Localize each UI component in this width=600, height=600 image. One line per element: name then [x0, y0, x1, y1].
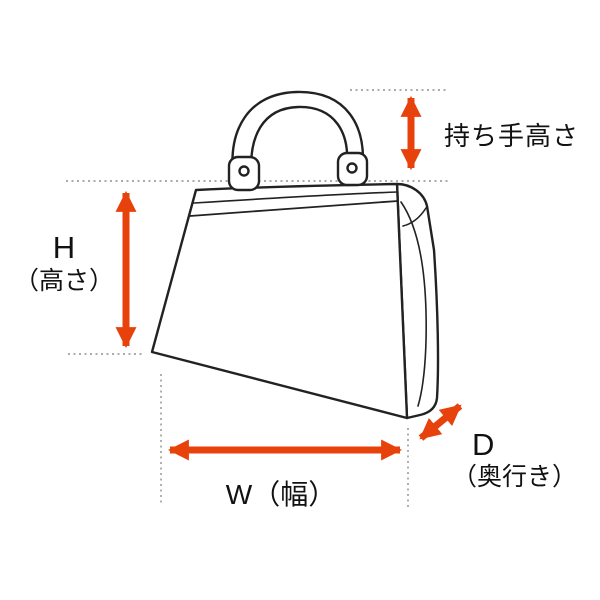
handle-rivet-right: [346, 162, 358, 174]
bag-frame-line: [193, 191, 399, 204]
dimension-arrows: [115, 95, 463, 461]
height-label: H （高さ）: [6, 230, 122, 296]
bag-side-crease: [400, 201, 427, 407]
handle-height-label: 持ち手高さ: [444, 121, 580, 151]
height-letter: H: [52, 230, 76, 265]
bag-flap-line: [189, 200, 399, 217]
bag-front-panel: [150, 182, 409, 420]
bag-handle-outer: [231, 90, 365, 184]
handle-rivet-left: [238, 165, 250, 177]
height-sub-label: （高さ）: [13, 267, 114, 295]
width-label: W（幅）: [225, 479, 337, 510]
guide-lines: [66, 89, 448, 508]
depth-label: D （奥行き）: [452, 428, 577, 492]
bag-illustration: [150, 90, 440, 420]
depth-letter: D: [472, 427, 495, 462]
bag-side-flap-edge: [402, 207, 427, 227]
depth-sub-label: （奥行き）: [452, 463, 578, 491]
depth-arrow: [418, 403, 463, 441]
bag-handle-inner: [249, 105, 349, 183]
